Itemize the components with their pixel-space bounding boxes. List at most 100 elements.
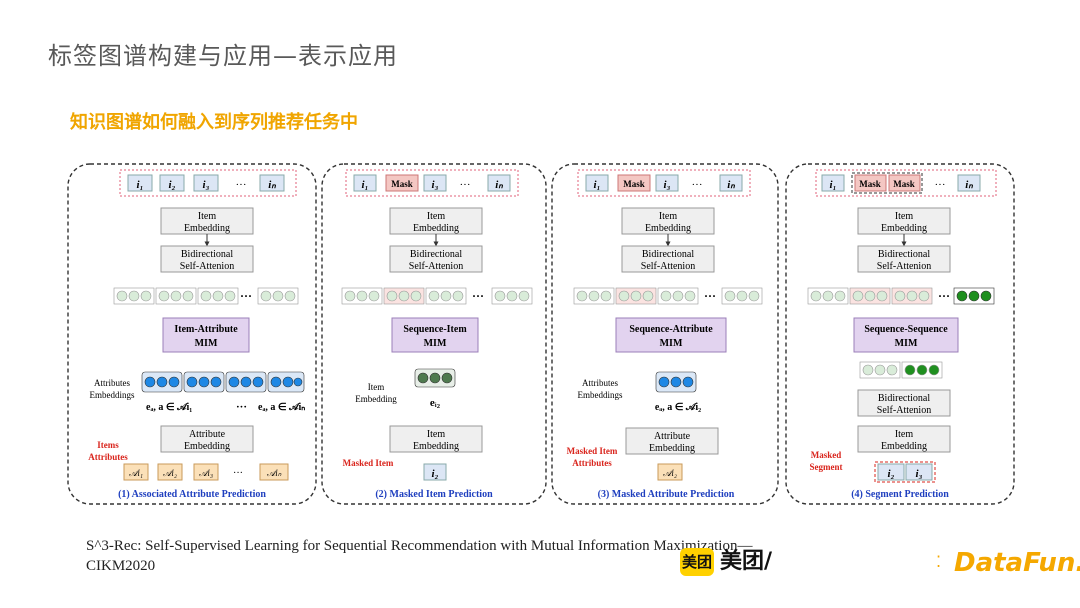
mim-label-2: MIM [895,338,918,349]
token-i2: i₂ [169,179,176,191]
hidden-ellipsis: ··· [938,289,950,303]
token-ellipsis: ··· [692,179,703,191]
mim-label: Sequence-Attribute [629,324,713,335]
caption-3: (3) Masked Attribute Prediction [598,489,735,500]
bidir-label-low-2: Self-Attenion [877,405,931,416]
bidir-label: Bidirectional [410,249,462,260]
attrs-emb-label-2: Embeddings [578,390,623,400]
attr-token: 𝒜i₂ [663,468,677,478]
side-label-2: Segment [810,462,843,472]
token-mask: Mask [859,179,881,189]
bidir-label-2: Self-Attenion [409,261,463,272]
bidir-label: Bidirectional [181,249,233,260]
item-embedding-low: Item [427,429,446,440]
token-ellipsis: ··· [236,179,247,191]
side-label: Items [97,440,119,450]
caption-2: (2) Masked Item Prediction [375,489,493,500]
item-emb-side-2: Embedding [355,394,397,404]
token-ellipsis: ··· [935,179,946,191]
token-i1: i₁ [137,179,144,191]
item-embedding-label-2: Embedding [184,223,230,234]
token-i3: i₃ [432,179,439,191]
item-emb-side: Item [368,382,385,392]
attrs-emb-label-2: Embeddings [90,390,135,400]
hidden-ellipsis: ··· [472,289,484,303]
hidden-ellipsis: ··· [704,289,716,303]
side-label: Masked Item [343,458,394,468]
token-mask: Mask [391,179,413,189]
datafun-logo: ⁚ DataFun. [936,548,1080,578]
bidir-label: Bidirectional [642,249,694,260]
token-mask: Mask [623,179,645,189]
panel-segment: i₁ Mask Mask ··· iₙ Item Embedding Bidir… [785,163,1015,505]
token-i1: i₁ [594,179,601,191]
token-in: iₙ [268,179,276,191]
token-i1: i₁ [830,179,837,191]
caption-4: (4) Segment Prediction [851,489,949,500]
attr-token-1: 𝒜i₁ [129,468,143,478]
bidir-label-2: Self-Attenion [180,261,234,272]
token-i2: i₂ [432,468,439,480]
datafun-text: DataFun. [954,548,1080,578]
item-embedding-low: Item [895,429,914,440]
slide-title: 标签图谱构建与应用—表示应用 [48,42,398,70]
attr-token-3: 𝒜i₃ [199,468,213,478]
panel-associated-attribute: i₁ i₂ i₃ ··· iₙ Item Embedding Bidirecti… [67,163,317,505]
bidir-label-low: Bidirectional [878,393,930,404]
meituan-badge: 美团 [680,548,714,576]
bidir-label-2: Self-Attenion [877,261,931,272]
mim-label-2: MIM [195,338,218,349]
formula-left: eₐ, a ∈ 𝒜i₁ [146,402,192,413]
mim-label: Item-Attribute [174,324,238,335]
item-embedding-label-2: Embedding [413,223,459,234]
item-embedding-label: Item [427,211,446,222]
attrs-emb-label: Attributes [94,378,130,388]
token-in: iₙ [965,179,973,191]
token-i3: i₃ [916,468,923,480]
datafun-dots-icon: ⁚ [936,552,942,571]
hidden-ellipsis: ··· [240,289,252,303]
meituan-logo: 美团 美团/ [680,548,790,578]
s3rec-diagram: i₁ i₂ i₃ ··· iₙ Item Embedding Bidirecti… [67,163,1015,505]
citation-line-2: CIKM2020 [86,558,156,574]
side-label: Masked [811,450,842,460]
side-label-2: Attributes [88,452,128,462]
mim-label-2: MIM [424,338,447,349]
formula: eₐ, a ∈ 𝒜i₂ [655,402,701,413]
attr-emb-label-2: Embedding [649,443,695,454]
side-label-2: Attributes [572,458,612,468]
item-embedding-label-2: Embedding [881,223,927,234]
mim-label: Sequence-Item [403,324,467,335]
meituan-text: 美团/ [720,549,773,574]
side-label: Masked Item [567,446,618,456]
item-embedding-label-2: Embedding [645,223,691,234]
token-ellipsis: ··· [460,179,471,191]
token-in: iₙ [727,179,735,191]
citation: S^3-Rec: Self-Supervised Learning for Se… [86,536,886,576]
item-embedding-low-2: Embedding [413,441,459,452]
item-embedding-label: Item [895,211,914,222]
panel-masked-attribute: i₁ Mask i₃ ··· iₙ Item Embedding Bidirec… [551,163,779,505]
attr-emb-label: Attribute [189,429,226,440]
attr-token-n: 𝒜iₙ [267,468,282,478]
token-i3: i₃ [664,179,671,191]
item-embedding-low-2: Embedding [881,441,927,452]
slide-subtitle: 知识图谱如何融入到序列推荐任务中 [70,112,358,133]
caption-1: (1) Associated Attribute Prediction [118,489,266,500]
token-in: iₙ [495,179,503,191]
attr-emb-label-2: Embedding [184,441,230,452]
item-embedding-label: Item [198,211,217,222]
token-i2: i₂ [888,468,895,480]
attr-token-2: 𝒜i₂ [163,468,177,478]
attrs-emb-label: Attributes [582,378,618,388]
panel-masked-item: i₁ Mask i₃ ··· iₙ Item Embedding Bidirec… [321,163,547,505]
token-mask-2: Mask [893,179,915,189]
formula: eᵢ₂ [430,397,441,409]
token-i3: i₃ [203,179,210,191]
citation-line-1: S^3-Rec: Self-Supervised Learning for Se… [86,538,753,554]
formula-right: eₐ, a ∈ 𝒜iₙ [258,402,305,413]
token-i1: i₁ [362,179,369,191]
item-embedding-label: Item [659,211,678,222]
bidir-label-2: Self-Attenion [641,261,695,272]
mim-label: Sequence-Sequence [864,324,948,335]
